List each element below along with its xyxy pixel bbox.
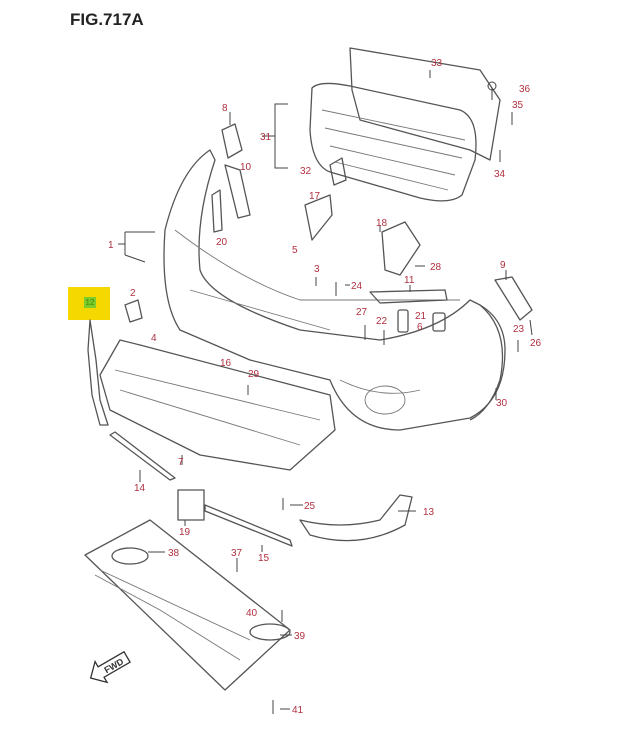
callout-22[interactable]: 22 bbox=[376, 316, 388, 327]
callout-38[interactable]: 38 bbox=[168, 548, 180, 559]
callout-3[interactable]: 3 bbox=[314, 264, 320, 275]
bracket-11[interactable] bbox=[369, 289, 448, 304]
highlighted-part-label: 12 bbox=[84, 297, 96, 308]
callout-18[interactable]: 18 bbox=[376, 218, 388, 229]
callout-30[interactable]: 30 bbox=[496, 398, 508, 409]
callout-39[interactable]: 39 bbox=[294, 631, 306, 642]
bracket-20[interactable] bbox=[211, 189, 223, 233]
callout-21[interactable]: 21 bbox=[415, 311, 427, 322]
clip-21[interactable] bbox=[397, 309, 409, 333]
front-bumper-1[interactable] bbox=[163, 149, 506, 431]
callout-7[interactable]: 7 bbox=[178, 457, 184, 468]
callout-19[interactable]: 19 bbox=[179, 527, 191, 538]
callout-4[interactable]: 4 bbox=[151, 333, 157, 344]
callout-40[interactable]: 40 bbox=[246, 608, 258, 619]
callout-31[interactable]: 31 bbox=[260, 132, 272, 143]
callout-13[interactable]: 13 bbox=[423, 507, 435, 518]
callout-20[interactable]: 20 bbox=[216, 237, 228, 248]
grille-31[interactable] bbox=[309, 82, 477, 202]
clip-2[interactable] bbox=[124, 299, 143, 323]
callout-29[interactable]: 29 bbox=[248, 369, 260, 380]
figure-title: FIG.717A bbox=[70, 10, 144, 29]
callout-9[interactable]: 9 bbox=[500, 260, 506, 271]
bracket-38[interactable] bbox=[111, 547, 149, 565]
callout-27[interactable]: 27 bbox=[356, 307, 368, 318]
clip-6[interactable] bbox=[432, 312, 446, 332]
fwd-arrow-icon: FWD bbox=[89, 650, 131, 684]
grille-upper-33[interactable] bbox=[349, 47, 501, 161]
callout-33[interactable]: 33 bbox=[431, 58, 443, 69]
callout-10[interactable]: 10 bbox=[240, 162, 252, 173]
callout-2[interactable]: 2 bbox=[130, 288, 136, 299]
callout-24[interactable]: 24 bbox=[351, 281, 363, 292]
emblem-32[interactable] bbox=[329, 157, 347, 186]
bracket-8[interactable] bbox=[221, 123, 243, 159]
bracket-18[interactable] bbox=[381, 221, 421, 276]
callout-8[interactable]: 8 bbox=[222, 103, 228, 114]
highlighted-part-12[interactable]: 12 bbox=[68, 287, 110, 320]
plate-19[interactable] bbox=[177, 489, 205, 521]
callout-37[interactable]: 37 bbox=[231, 548, 243, 559]
fog-garnish-13[interactable] bbox=[299, 494, 413, 542]
callout-labels: 33 36 35 8 31 10 32 34 17 18 1 20 5 3 28… bbox=[108, 58, 542, 716]
bracket-9[interactable] bbox=[494, 276, 533, 321]
callout-41[interactable]: 41 bbox=[292, 705, 304, 716]
bracket-10[interactable] bbox=[224, 164, 251, 219]
callout-15[interactable]: 15 bbox=[258, 553, 270, 564]
callout-32[interactable]: 32 bbox=[300, 166, 312, 177]
bracket-17[interactable] bbox=[304, 194, 333, 241]
callout-6[interactable]: 6 bbox=[417, 322, 423, 333]
callout-5[interactable]: 5 bbox=[292, 245, 298, 256]
callout-34[interactable]: 34 bbox=[494, 169, 506, 180]
side-bracket-12[interactable] bbox=[87, 319, 109, 426]
callout-25[interactable]: 25 bbox=[304, 501, 316, 512]
callout-14[interactable]: 14 bbox=[134, 483, 146, 494]
bracket-39[interactable] bbox=[249, 623, 291, 641]
lower-grille-7[interactable] bbox=[99, 339, 336, 471]
callout-26[interactable]: 26 bbox=[530, 338, 542, 349]
callout-11[interactable]: 11 bbox=[404, 275, 415, 286]
callout-17[interactable]: 17 bbox=[309, 191, 321, 202]
callout-16[interactable]: 16 bbox=[220, 358, 232, 369]
lower-strip-15[interactable] bbox=[204, 504, 293, 547]
callout-35[interactable]: 35 bbox=[512, 100, 524, 111]
callout-23[interactable]: 23 bbox=[513, 324, 525, 335]
callout-36[interactable]: 36 bbox=[519, 84, 531, 95]
callout-28[interactable]: 28 bbox=[430, 262, 442, 273]
lower-strip-14[interactable] bbox=[109, 431, 176, 481]
callout-1[interactable]: 1 bbox=[108, 240, 114, 251]
